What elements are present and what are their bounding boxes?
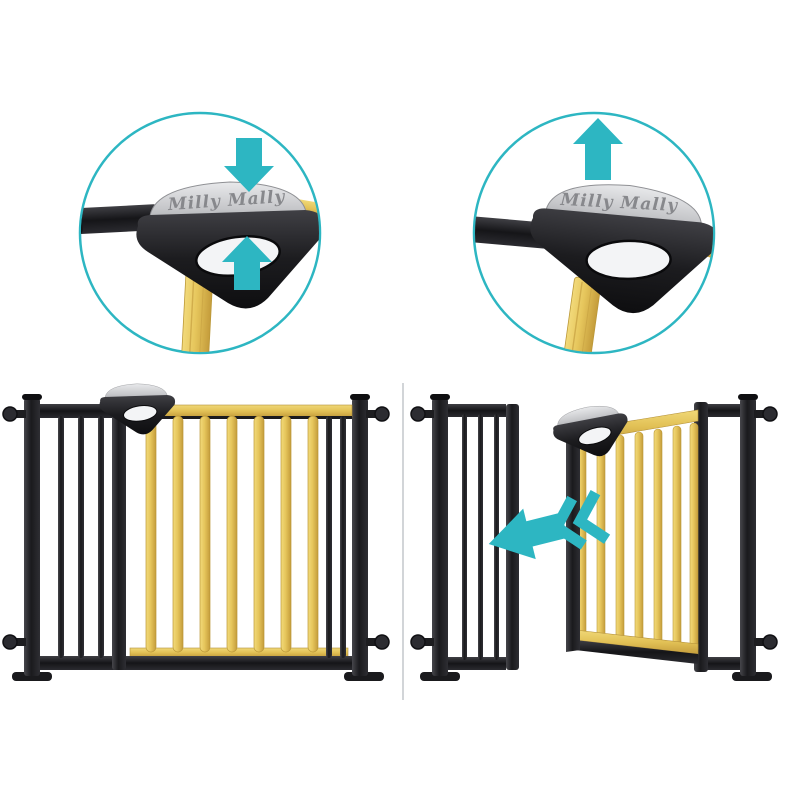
- gate-handle: [99, 383, 176, 435]
- frame-bars-right: [326, 416, 346, 658]
- wood-bar: [180, 271, 214, 352]
- arrow-up-icon: [573, 118, 623, 180]
- gate-view-closed: [2, 383, 390, 681]
- detail-view-press: Milly Mally: [78, 111, 322, 355]
- open-door: [549, 400, 699, 664]
- post-cap: [350, 394, 370, 400]
- bottom-rail-black: [448, 657, 506, 670]
- top-rail-black: [707, 404, 740, 417]
- gate-post: [352, 398, 368, 676]
- gate-post: [432, 398, 448, 676]
- gate-view-open: [410, 394, 778, 681]
- arrow-down-icon: [224, 138, 274, 192]
- door-latch-stile: [112, 404, 126, 670]
- screw-knob: [365, 634, 390, 650]
- bottom-rail-black: [40, 656, 352, 670]
- door-bars: [145, 415, 319, 653]
- gate-foot: [12, 672, 52, 681]
- gate-foot: [420, 672, 460, 681]
- gate-top-rail: [475, 215, 554, 249]
- rail-shadow: [126, 416, 352, 419]
- post-cap: [22, 394, 42, 400]
- bottom-rail-black: [707, 657, 740, 670]
- arrow-up-icon: [222, 236, 272, 290]
- post-cap: [738, 394, 758, 400]
- arrow-open-direction-icon: [488, 490, 611, 560]
- post-cap: [430, 394, 450, 400]
- frame-bars-left: [462, 414, 499, 660]
- screw-knob: [753, 406, 778, 422]
- detail-view-lift: Milly Mally: [472, 111, 716, 355]
- screw-knob: [410, 406, 435, 422]
- gate-post: [740, 398, 756, 676]
- screw-knob: [410, 634, 435, 650]
- gate-top-rail: [81, 204, 159, 235]
- screw-knob: [2, 634, 27, 650]
- screw-knob: [365, 406, 390, 422]
- door-bottom-rail-black: [575, 640, 698, 664]
- gate-post: [24, 398, 40, 676]
- screw-knob: [753, 634, 778, 650]
- screw-knob: [2, 406, 27, 422]
- frame-bars-left: [58, 416, 104, 658]
- top-rail-black: [448, 404, 506, 417]
